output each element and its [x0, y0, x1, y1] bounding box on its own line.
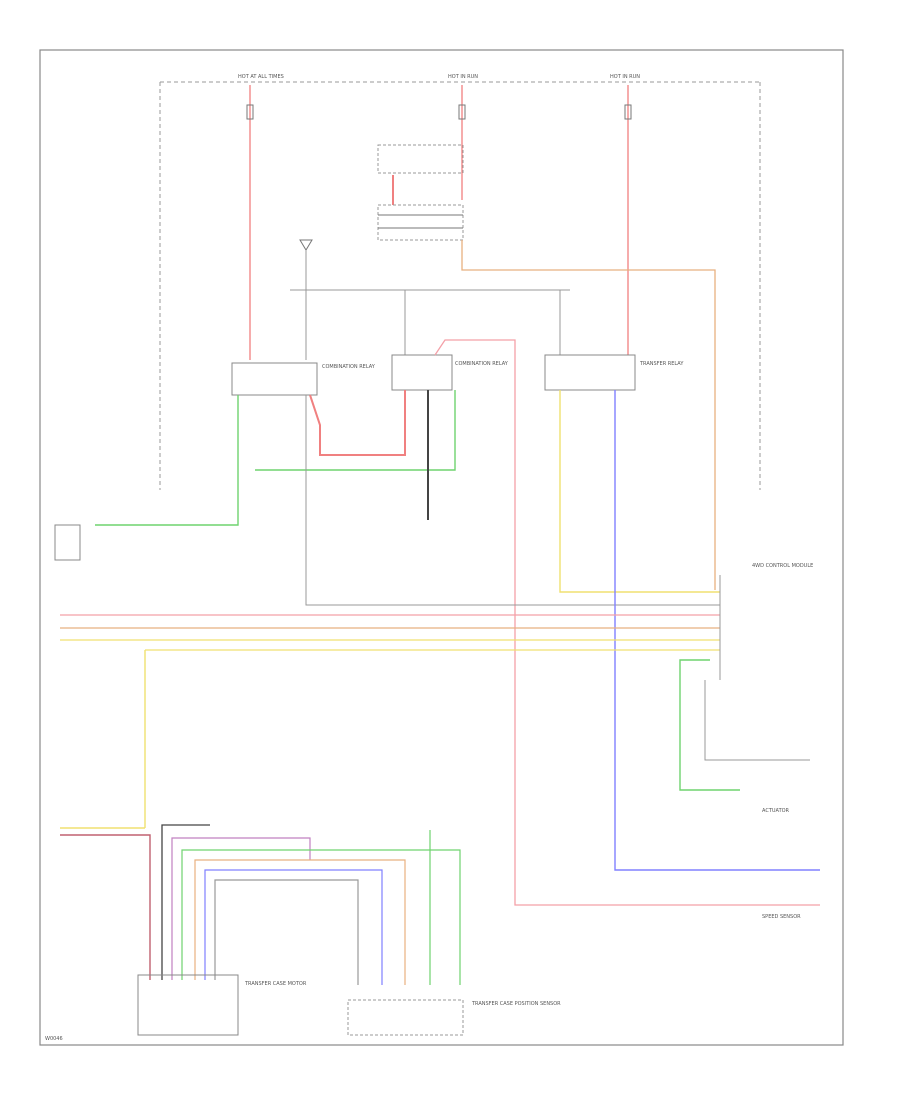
bottom-blue [204, 869, 383, 985]
combination-relay-1 [231, 362, 318, 396]
fuse-glyph-1 [246, 104, 254, 120]
relay-label-1: COMBINATION RELAY [322, 364, 376, 370]
position-sensor-box [347, 999, 464, 1036]
green-wire-2 [255, 390, 456, 471]
brake-indicator-icon [299, 239, 313, 251]
bottom-purple [171, 837, 311, 980]
fuse-label-1: HOT AT ALL TIMES [238, 74, 284, 80]
bottom-black [161, 824, 210, 980]
bottom-label-2: TRANSFER CASE POSITION SENSOR [471, 1001, 561, 1007]
diode-box [377, 144, 464, 174]
bottom-orange [194, 859, 406, 985]
pink-wire [434, 339, 820, 906]
green-wire-3 [679, 659, 740, 791]
module-label: 4WD CONTROL MODULE [752, 563, 813, 569]
bottom-gray [214, 879, 359, 985]
transfer-relay [544, 354, 636, 391]
orange-wire [461, 240, 716, 590]
bottom-red-1 [60, 834, 151, 980]
bottom-label-1: TRANSFER CASE MOTOR [244, 981, 307, 987]
green-wire-1 [95, 395, 239, 526]
bottom-label-3: ACTUATOR [762, 808, 790, 814]
combination-relay-2 [391, 354, 453, 391]
left-component [54, 524, 81, 561]
fuse-glyph-2 [458, 104, 466, 120]
bottom-label-4: SPEED SENSOR [762, 914, 801, 920]
yellow-wire-1 [559, 390, 720, 593]
footer-code: W0046 [45, 1036, 63, 1042]
fuse-label-3: HOT IN RUN [610, 74, 640, 80]
transfer-case-motor [137, 974, 239, 1036]
relay-label-2: COMBINATION RELAY [455, 361, 509, 367]
clutch-box [377, 204, 464, 241]
fuse-label-2: HOT IN RUN [448, 74, 478, 80]
gray-wire-2 [704, 680, 810, 761]
red-loop [309, 390, 406, 456]
fuse-glyph-3 [624, 104, 632, 120]
relay-label-3: TRANSFER RELAY [639, 361, 684, 367]
bottom-green [181, 849, 461, 985]
gray-wire [305, 395, 720, 606]
blue-wire [614, 390, 820, 871]
outer-frame [39, 49, 844, 1046]
